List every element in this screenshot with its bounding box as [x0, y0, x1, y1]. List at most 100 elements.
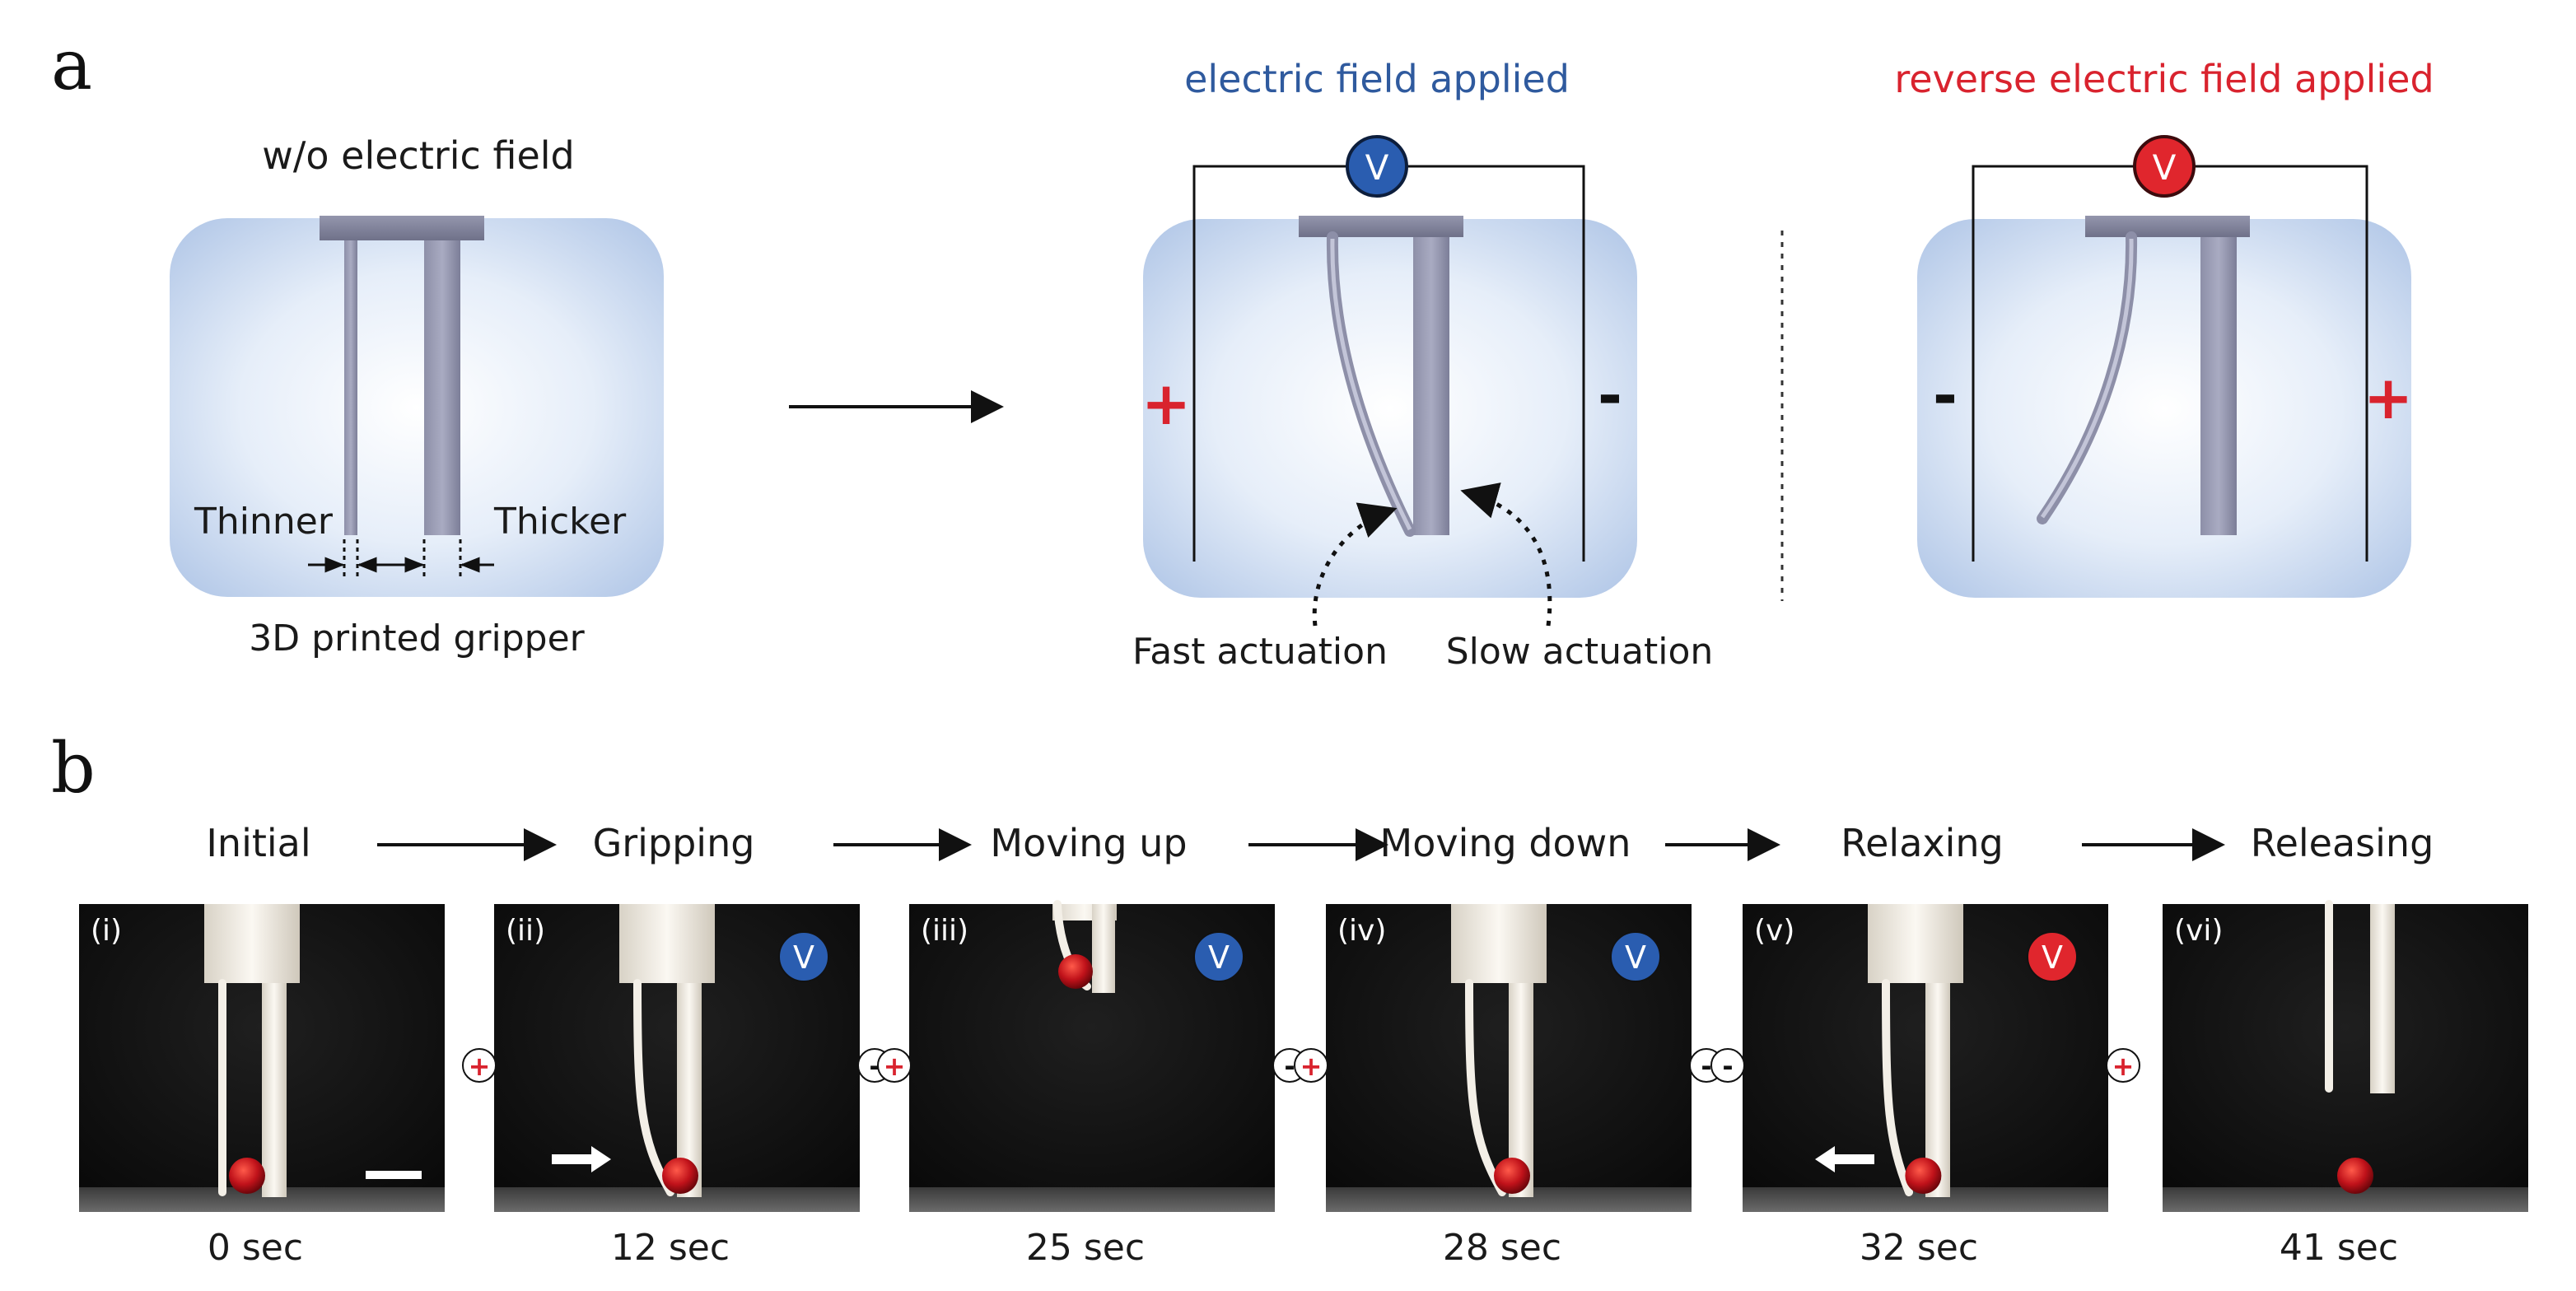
liquid-tank	[1917, 219, 2411, 598]
gripper-arm-thin	[1465, 979, 1506, 1196]
gripper-mount	[320, 216, 484, 240]
diagram-without-field: w/o electric field Thinner Thicker 3D pr…	[170, 133, 664, 659]
gripper-body	[619, 904, 715, 983]
gripper-arm-thin	[344, 240, 357, 535]
frame-roman-label: (iii)	[921, 914, 968, 948]
gripper-arm-thick	[2200, 237, 2237, 535]
electrode-sign-left	[462, 1048, 497, 1083]
slow-actuation-arrow	[1460, 482, 1552, 627]
stage-label: Releasing	[2251, 821, 2434, 865]
photo-frame-row: (i)0 sec(ii)V+-12 sec(iii)V+-25 sec(iv)V…	[79, 900, 2528, 1269]
red-bead	[2337, 1158, 2373, 1194]
liquid-tank	[1143, 219, 1637, 598]
gripper-body	[204, 904, 300, 983]
frame-time-caption: 0 sec	[208, 1227, 303, 1269]
title-reverse-field: reverse electric field applied	[1894, 57, 2434, 101]
stage-label: Moving up	[990, 821, 1187, 865]
gripper-arm-thin-highlight	[2040, 238, 2134, 519]
gripper-arm-thin	[633, 979, 674, 1196]
frame-time-caption: 41 sec	[2280, 1227, 2398, 1269]
electrode-sign-text: +	[1300, 1051, 1323, 1082]
photo-frame: (i) 0 sec	[79, 904, 445, 1269]
gripper-arm-thin	[1882, 979, 1913, 1196]
photo-frame: (vi) 41 sec	[2163, 900, 2528, 1269]
voltmeter-icon	[778, 931, 829, 982]
label-slow-actuation: Slow actuation	[1446, 631, 1714, 673]
frame-time-caption: 28 sec	[1443, 1227, 1561, 1269]
panel-letter-b: b	[51, 728, 96, 809]
frame-time-caption: 25 sec	[1026, 1227, 1145, 1269]
stage-label: Initial	[206, 821, 310, 865]
diagram-reverse-field: reverse electric field applied V - +	[1894, 57, 2434, 598]
label-fast-actuation: Fast actuation	[1132, 631, 1388, 673]
voltmeter-label: V	[1208, 939, 1230, 976]
voltmeter-icon	[1193, 931, 1244, 982]
electrode-sign-left: -	[1933, 361, 1958, 430]
electrode-sign-text: +	[884, 1051, 906, 1082]
electrode-sign-left	[877, 1048, 912, 1083]
voltmeter-label: V	[1365, 147, 1389, 188]
photo-frame: (iii) V + - 25 sec	[877, 900, 1307, 1269]
electrode-sign-right: -	[1598, 361, 1622, 430]
electrode-sign-right	[2106, 1048, 2140, 1083]
voltmeter-label: V	[793, 939, 814, 976]
voltmeter-icon	[1610, 931, 1661, 982]
electrode-sign-text: +	[469, 1051, 491, 1082]
title-field-applied: electric field applied	[1184, 57, 1570, 101]
frame-roman-label: (i)	[91, 914, 122, 948]
frame-roman-label: (iv)	[1337, 914, 1386, 948]
frame-roman-label: (v)	[1754, 914, 1794, 948]
red-bead	[1494, 1158, 1530, 1194]
red-bead	[662, 1158, 698, 1194]
red-bead	[1905, 1158, 1942, 1194]
panel-letter-a: a	[51, 25, 92, 105]
gripper-arm-thin-highlight	[1330, 238, 1412, 531]
liquid-tank	[170, 218, 664, 597]
gripper-mount	[2085, 216, 2250, 237]
voltmeter-icon	[2027, 931, 2078, 982]
gripper-mount	[1299, 216, 1463, 237]
electrode-sign-text: +	[2112, 1051, 2135, 1082]
frame-roman-label: (vi)	[2174, 914, 2223, 948]
stage-label: Gripping	[593, 821, 755, 865]
gripper-arm-thick	[262, 983, 287, 1197]
gripper-arm-thick	[424, 240, 460, 535]
stage-label-row: Initial Gripping Moving up Moving down Relax…	[206, 821, 2434, 865]
gripper-arm-thick	[1092, 904, 1115, 993]
voltmeter-icon	[1346, 135, 1408, 198]
electrode-sign-left: +	[1141, 369, 1191, 438]
photo-floor	[2163, 1187, 2528, 1212]
voltmeter-label: V	[2153, 147, 2177, 188]
stage-label: Relaxing	[1841, 821, 2004, 865]
diagram-field-applied: electric field applied V + - Fast actuat…	[1132, 57, 1713, 673]
push-arrow-icon	[552, 1146, 611, 1172]
gripper-arm-thick	[2370, 904, 2395, 1093]
electrode-sign-right: +	[2364, 363, 2413, 432]
scale-bar	[366, 1171, 422, 1179]
pull-arrow-icon	[1815, 1146, 1874, 1172]
electrode-sign-left	[1294, 1048, 1328, 1083]
photo-frame: (v)V-+32 sec	[1710, 904, 2140, 1269]
gripper-arm-thick	[1413, 237, 1449, 535]
frame-roman-label: (ii)	[506, 914, 545, 948]
label-thicker: Thicker	[493, 501, 627, 543]
electrode-sign-text: -	[1284, 1051, 1295, 1082]
frame-time-caption: 32 sec	[1860, 1227, 1978, 1269]
title-without-field: w/o electric field	[262, 133, 574, 178]
electrode-sign-text: -	[869, 1051, 880, 1082]
dimension-markers	[308, 539, 494, 580]
gripper-body	[1451, 904, 1547, 983]
photo-floor	[909, 1187, 1275, 1212]
photo-frame: (iv)V+-28 sec	[1294, 904, 1724, 1269]
electrode-sign-text: -	[1701, 1051, 1711, 1082]
electrode-sign-left	[1710, 1048, 1745, 1083]
label-thinner: Thinner	[194, 501, 334, 543]
voltmeter-icon	[2133, 135, 2196, 198]
electrode-sign-text: -	[1722, 1051, 1733, 1082]
caption-gripper: 3D printed gripper	[249, 618, 585, 659]
stage-label: Moving down	[1380, 821, 1631, 865]
frame-time-caption: 12 sec	[611, 1227, 730, 1269]
red-bead	[1058, 954, 1093, 989]
red-bead	[229, 1158, 265, 1194]
